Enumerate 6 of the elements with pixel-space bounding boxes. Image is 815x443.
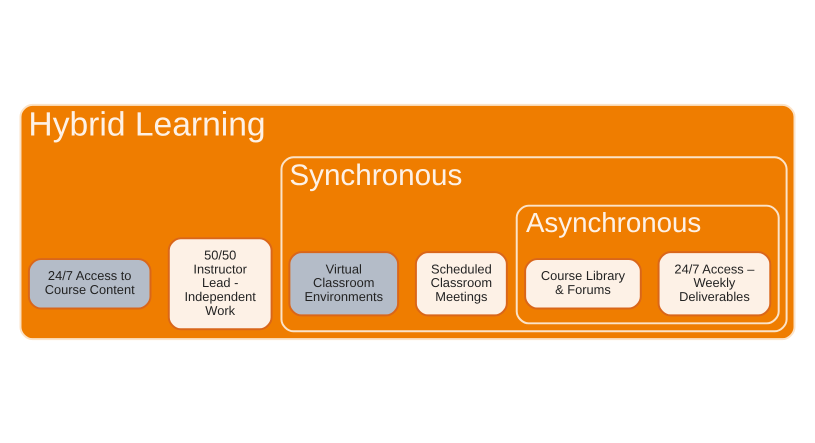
node-box: 24/7 Access to Course Content xyxy=(28,258,152,309)
node-box: Virtual Classroom Environments xyxy=(288,250,400,316)
node-box: 24/7 Access – Weekly Deliverables xyxy=(658,250,772,316)
node-box: Scheduled Classroom Meetings xyxy=(414,250,508,316)
node-box: 50/50 Instructor Lead - Independent Work xyxy=(168,236,273,330)
node-box: Course Library & Forums xyxy=(524,258,642,309)
